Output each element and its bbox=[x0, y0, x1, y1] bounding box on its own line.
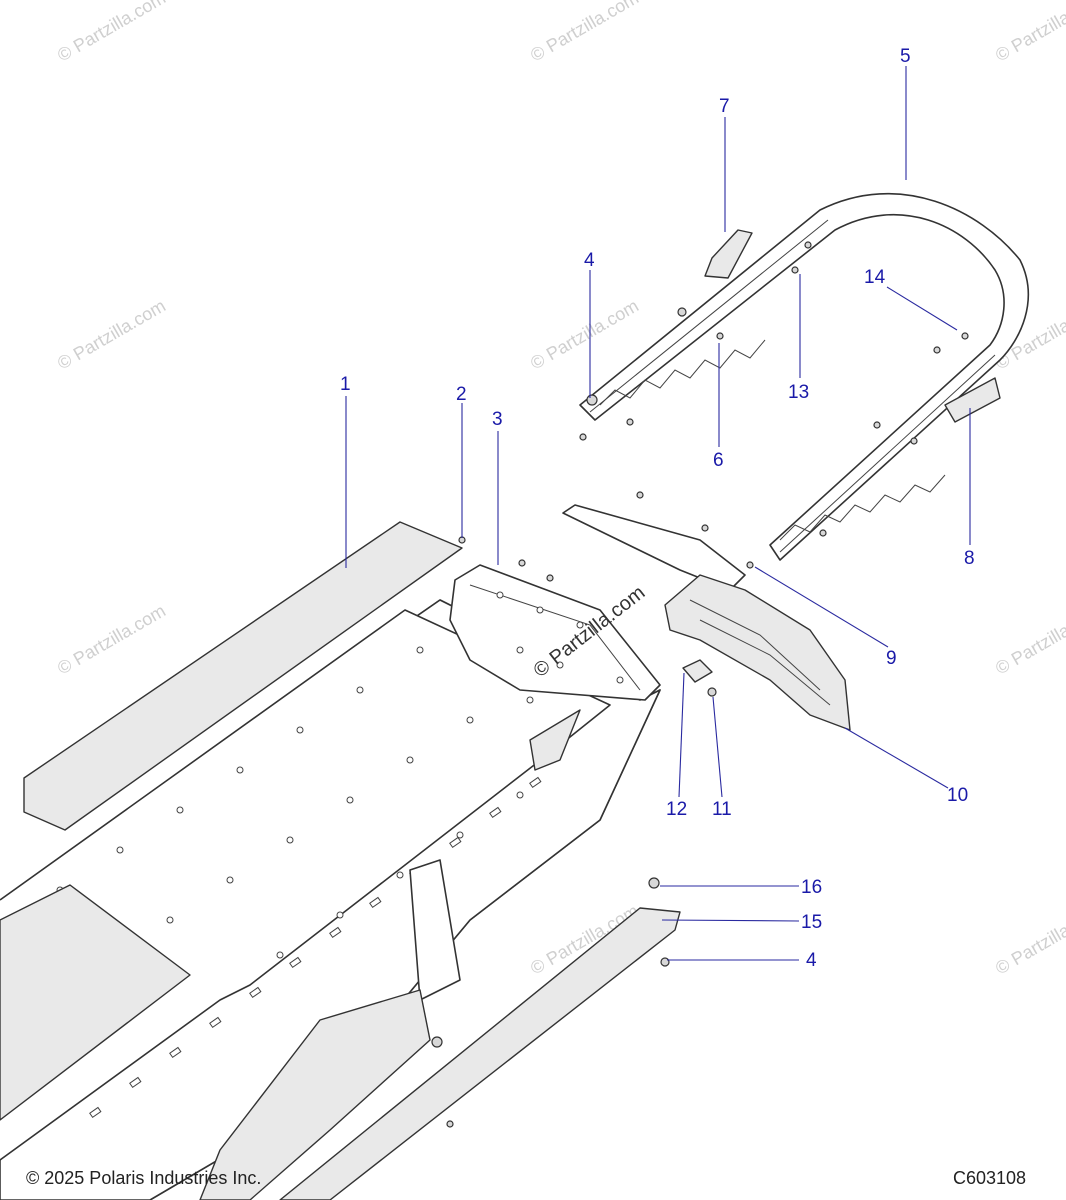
part-15-rail bbox=[279, 907, 681, 1200]
watermark-text: © Partzilla.com bbox=[992, 600, 1066, 678]
tunnel-chassis bbox=[0, 599, 661, 1200]
callout-12: 12 bbox=[666, 799, 687, 820]
watermark-text: © Partzilla.com bbox=[54, 0, 169, 65]
callout-11: 11 bbox=[712, 799, 732, 820]
part-7-badge bbox=[704, 229, 753, 279]
tunnel-side-holes bbox=[89, 776, 542, 1119]
copyright-text: © 2025 Polaris Industries Inc. bbox=[26, 1168, 262, 1188]
tunnel-side-cutout bbox=[529, 709, 581, 771]
tunnel-holes bbox=[56, 646, 534, 959]
callout-2: 2 bbox=[456, 384, 467, 405]
diagram-code: C603108 bbox=[953, 1168, 1027, 1188]
fasteners bbox=[431, 241, 969, 1128]
part-10-snow-flap bbox=[562, 504, 851, 731]
suspension-frame bbox=[199, 989, 431, 1200]
part-1-protector-strip bbox=[23, 521, 463, 831]
callout-1: 1 bbox=[340, 374, 351, 395]
callout-4b: 4 bbox=[806, 950, 817, 971]
part-12-plate bbox=[682, 659, 713, 683]
tunnel-left-panel bbox=[0, 884, 191, 1121]
callout-8: 8 bbox=[964, 548, 975, 569]
callout-6: 6 bbox=[713, 450, 724, 471]
part-3-bumper-bracket bbox=[449, 564, 661, 701]
watermark-text: © Partzilla.com bbox=[54, 600, 169, 678]
callout-7: 7 bbox=[719, 96, 730, 117]
watermark-text: © Partzilla.com bbox=[527, 0, 642, 65]
callout-3: 3 bbox=[492, 409, 503, 430]
callout-10: 10 bbox=[947, 785, 968, 806]
callout-16: 16 bbox=[801, 877, 822, 898]
callout-labels: 1 2 3 4 5 6 7 8 9 10 11 12 13 14 15 16 4 bbox=[340, 46, 975, 971]
callout-5: 5 bbox=[900, 46, 911, 67]
watermark-text: © Partzilla.com bbox=[527, 295, 642, 373]
part-5-rear-bumper bbox=[579, 193, 1030, 561]
watermark-text: © Partzilla.com bbox=[992, 0, 1066, 65]
leader-lines bbox=[345, 66, 971, 961]
callout-4a: 4 bbox=[584, 250, 595, 271]
callout-13: 13 bbox=[788, 382, 809, 403]
callout-14: 14 bbox=[864, 267, 886, 288]
part-8-decal bbox=[944, 377, 1001, 423]
callout-15: 15 bbox=[801, 912, 822, 933]
watermark-text: © Partzilla.com bbox=[992, 900, 1066, 978]
callout-9: 9 bbox=[886, 648, 897, 669]
watermark-text: © Partzilla.com bbox=[54, 295, 169, 373]
suspension-link bbox=[409, 859, 461, 1001]
